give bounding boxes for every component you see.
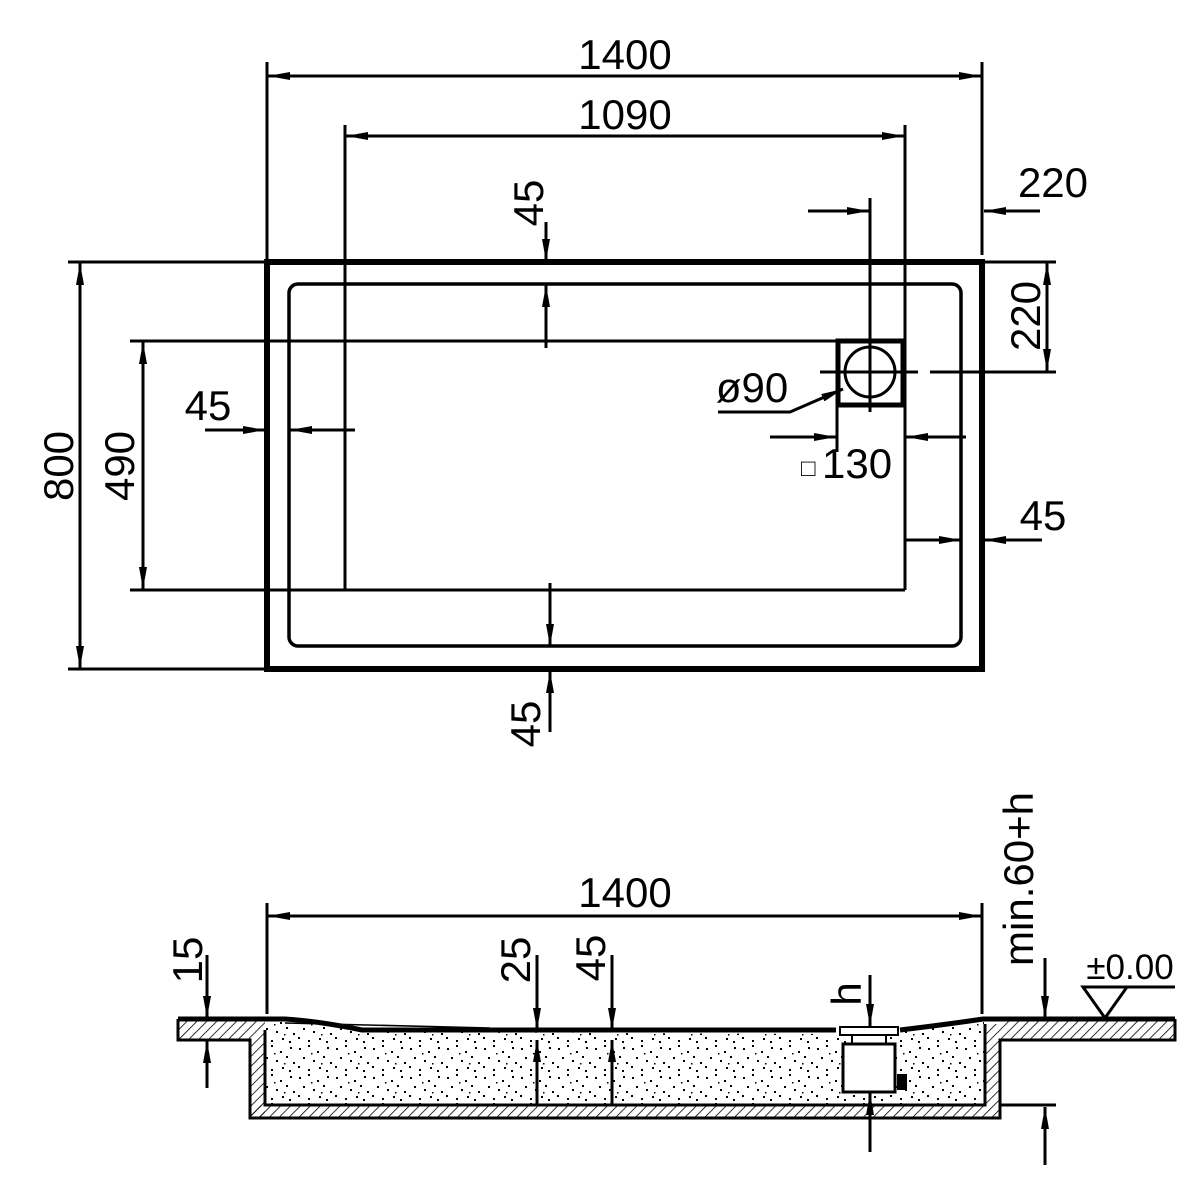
pit-depth-label: min.60+h xyxy=(995,792,1042,966)
drain-diameter-label: ø90 xyxy=(716,364,788,411)
rim-right-label: 45 xyxy=(1020,492,1067,539)
drain-outlet xyxy=(897,1074,907,1090)
section-overall-length-label: 1400 xyxy=(578,869,671,916)
tray-surface-right xyxy=(899,1016,1175,1033)
basin-length-label: 1090 xyxy=(578,91,671,138)
floor-level-label: ±0.00 xyxy=(1086,948,1173,987)
pit-floor xyxy=(250,1105,1000,1118)
rim-height-label: 15 xyxy=(164,937,211,984)
drain-height-label: h xyxy=(823,982,870,1005)
rim-left-label: 45 xyxy=(185,382,232,429)
basin-width-label: 490 xyxy=(96,431,143,501)
drain-box-size-label: 130 xyxy=(822,440,892,487)
pit-wall-left xyxy=(250,1040,265,1118)
drain-diameter-leader xyxy=(718,387,844,414)
pit-outer-outline xyxy=(176,1019,1177,1120)
tray-slope-line xyxy=(284,1022,491,1029)
tray-surface-left xyxy=(178,1016,836,1033)
square-symbol: □ xyxy=(801,455,816,482)
tray-inner-rim xyxy=(287,282,963,648)
depth-outer-label: 45 xyxy=(567,935,614,982)
top-view: 1400 1090 45 220 220 ø90 □ 130 xyxy=(35,31,1088,747)
drain-grate xyxy=(839,1026,899,1036)
overall-length-label: 1400 xyxy=(578,31,671,78)
drain-body xyxy=(841,1042,897,1094)
floor-level-triangle xyxy=(1080,985,1130,1021)
floor-slab-right xyxy=(1000,1019,1175,1040)
section-view: 1400 h 15 25 45 xyxy=(164,792,1177,1165)
rim-top-label: 45 xyxy=(505,180,552,227)
rim-bottom-label: 45 xyxy=(502,701,549,748)
tray-outer-outline xyxy=(264,259,985,672)
drain-offset-horizontal-label: 220 xyxy=(1018,159,1088,206)
pit-wall-right xyxy=(985,1024,1000,1105)
pit-inner-outline xyxy=(263,1024,987,1107)
tray-bedding-fill xyxy=(266,1021,984,1104)
overall-width-label: 800 xyxy=(35,431,82,501)
drain-offset-vertical-label: 220 xyxy=(1002,281,1049,351)
depth-inner-label: 25 xyxy=(492,937,539,984)
floor-slab-left xyxy=(178,1019,265,1040)
